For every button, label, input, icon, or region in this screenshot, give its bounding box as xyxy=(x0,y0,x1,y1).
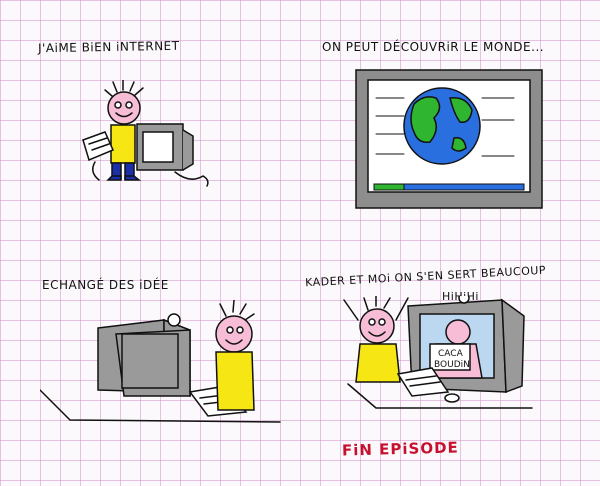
ending-text: FiN EPiSODE xyxy=(341,438,460,460)
world-map-screen-illustration xyxy=(355,69,543,209)
kids-video-chat-illustration: CACA BOUDiN xyxy=(343,296,533,409)
panel-1-caption: J'AiME BiEN iNTERNET xyxy=(37,38,180,56)
screen-text-line-1: CACA xyxy=(438,349,464,359)
panel-4-caption: KADER ET MOi ON S'EN SERT BEAUCOUP xyxy=(304,263,547,290)
kid-with-computer-illustration xyxy=(82,80,209,187)
panel-2-caption: ON PEUT DÉCOUVRiR LE MONDE... xyxy=(322,40,545,54)
kid-at-desk-illustration xyxy=(40,300,281,423)
panel-3-caption: ECHANGÉ DES iDÉE xyxy=(42,278,169,292)
screen-text-line-2: BOUDiN xyxy=(434,360,470,370)
